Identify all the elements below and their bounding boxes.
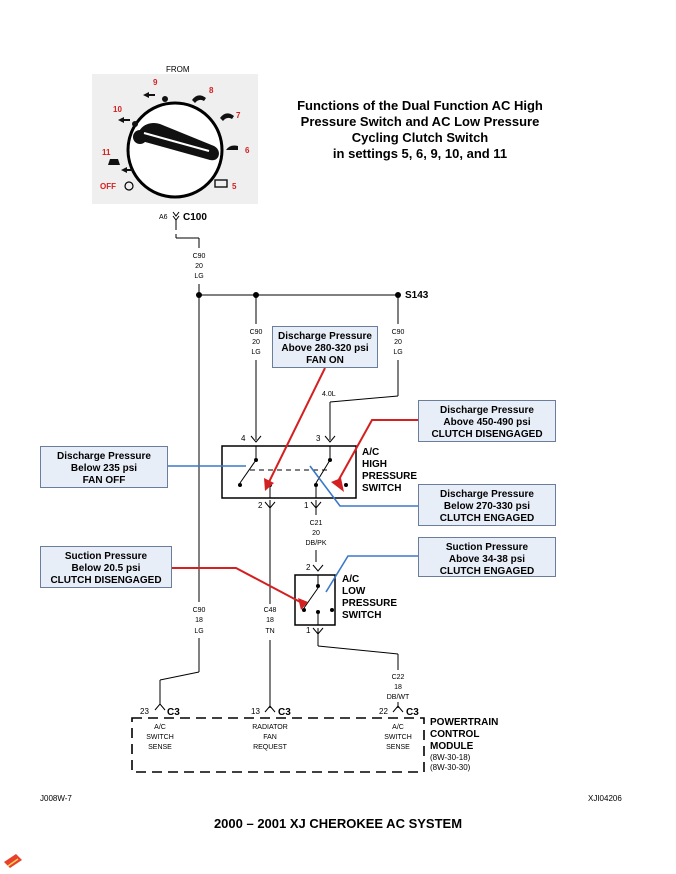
pin-numbers: 4 3 2 1 2 1 4.0L 23 13 22: [140, 391, 388, 716]
wire-c48-color: TN: [265, 628, 274, 635]
mode-icons: [108, 92, 238, 188]
knob-pos-9: 9: [153, 78, 158, 87]
figure-code-right: XJI04206: [588, 794, 622, 803]
wire-c22-gauge: 18: [394, 684, 402, 691]
knob-pos-7: 7: [236, 111, 241, 120]
svg-text:HIGH: HIGH: [362, 459, 387, 470]
corner-badge-icon: [4, 854, 22, 868]
svg-text:SWITCH: SWITCH: [146, 734, 174, 741]
pin-3: 3: [316, 434, 321, 443]
knob-pos-6: 6: [245, 146, 250, 155]
pin-22: 22: [379, 707, 388, 716]
splice-s143: S143: [405, 290, 429, 301]
svg-text:REQUEST: REQUEST: [253, 744, 288, 751]
knob-pos-8: 8: [209, 86, 214, 95]
knob-pos-11: 11: [102, 148, 111, 157]
svg-text:SENSE: SENSE: [386, 744, 410, 751]
high-pressure-switch: [221, 445, 357, 499]
wire-c90-code: C90: [193, 253, 206, 260]
wire-c90-color: LG: [251, 349, 260, 356]
wire-labels: C90 20 LG C90 20 LG C90 20 LG C21 20 DB/…: [193, 253, 410, 701]
wire-c90-gauge: 18: [195, 617, 203, 624]
connector-c3: C3: [406, 707, 419, 718]
wire-c90-code: C90: [392, 329, 405, 336]
c3-connectors: C3 C3 C3: [167, 707, 419, 718]
wires: [159, 211, 399, 708]
connector-c3: C3: [167, 707, 180, 718]
system-title: 2000 – 2001 XJ CHEROKEE AC SYSTEM: [213, 816, 463, 831]
blue-pointer-lines: [168, 465, 418, 593]
wire-c22-color: DB/WT: [387, 694, 410, 701]
svg-text:PRESSURE: PRESSURE: [342, 598, 397, 609]
wire-c90-color: LG: [393, 349, 402, 356]
pcm-label: POWERTRAIN CONTROL MODULE (8W-30-18) (8W…: [430, 717, 499, 772]
knob-pos-10: 10: [113, 105, 122, 114]
ac-mode-knob: FROM 9 8 7 6 5 10 11 OFF: [92, 65, 258, 204]
svg-text:SENSE: SENSE: [148, 744, 172, 751]
red-arrowheads: [264, 478, 344, 610]
svg-text:FAN: FAN: [263, 734, 277, 741]
wire-c22-code: C22: [392, 674, 405, 681]
wire-c48-code: C48: [264, 607, 277, 614]
pin-1: 1: [304, 501, 309, 510]
pin-23: 23: [140, 707, 149, 716]
svg-text:A/C: A/C: [392, 724, 404, 731]
svg-text:SWITCH: SWITCH: [362, 483, 401, 494]
knob-from-label: FROM: [166, 65, 190, 74]
svg-text:RADIATOR: RADIATOR: [252, 724, 288, 731]
diagram-title: Functions of the Dual Function AC High P…: [297, 98, 543, 161]
low-switch-label: A/C LOW PRESSURE SWITCH: [342, 574, 397, 621]
wire-c48-gauge: 18: [266, 617, 274, 624]
connector-forks: [154, 435, 404, 713]
svg-text:SWITCH: SWITCH: [384, 734, 412, 741]
high-switch-label: A/C HIGH PRESSURE SWITCH: [362, 447, 417, 494]
pin-2-low: 2: [306, 563, 311, 572]
engine-4-0l: 4.0L: [322, 391, 336, 398]
off-indicator-icon: [124, 181, 134, 191]
wire-c90-gauge: 20: [252, 339, 260, 346]
pin-2: 2: [258, 501, 263, 510]
wire-c90-color: LG: [194, 273, 203, 280]
svg-text:A/C: A/C: [154, 724, 166, 731]
red-pointer-lines: [172, 367, 418, 605]
wire-c21-code: C21: [310, 520, 323, 527]
pcm-box: [131, 717, 425, 773]
pin-1-low: 1: [306, 626, 311, 635]
wire-c90-gauge: 20: [394, 339, 402, 346]
svg-text:A/C: A/C: [362, 447, 379, 458]
knob-pos-5: 5: [232, 182, 237, 191]
figure-code-left: J008W-7: [40, 794, 72, 803]
connector-c3: C3: [278, 707, 291, 718]
wire-c21-color: DB/PK: [305, 540, 326, 547]
pin-a6: A6: [159, 214, 168, 221]
svg-text:LOW: LOW: [342, 586, 366, 597]
splice-dots: [196, 292, 401, 298]
pcm-pin-labels: A/C SWITCH SENSE RADIATOR FAN REQUEST A/…: [146, 724, 412, 751]
wire-c21-gauge: 20: [312, 530, 320, 537]
svg-text:A/C: A/C: [342, 574, 359, 585]
knob-off-label: OFF: [100, 182, 116, 191]
wire-c90-color: LG: [194, 628, 203, 635]
svg-text:SWITCH: SWITCH: [342, 610, 381, 621]
wire-c90-gauge: 20: [195, 263, 203, 270]
connector-c100: C100: [183, 212, 207, 223]
pin-13: 13: [251, 707, 260, 716]
svg-text:PRESSURE: PRESSURE: [362, 471, 417, 482]
wire-c90-code: C90: [250, 329, 263, 336]
wire-c90-code: C90: [193, 607, 206, 614]
pin-4: 4: [241, 434, 246, 443]
